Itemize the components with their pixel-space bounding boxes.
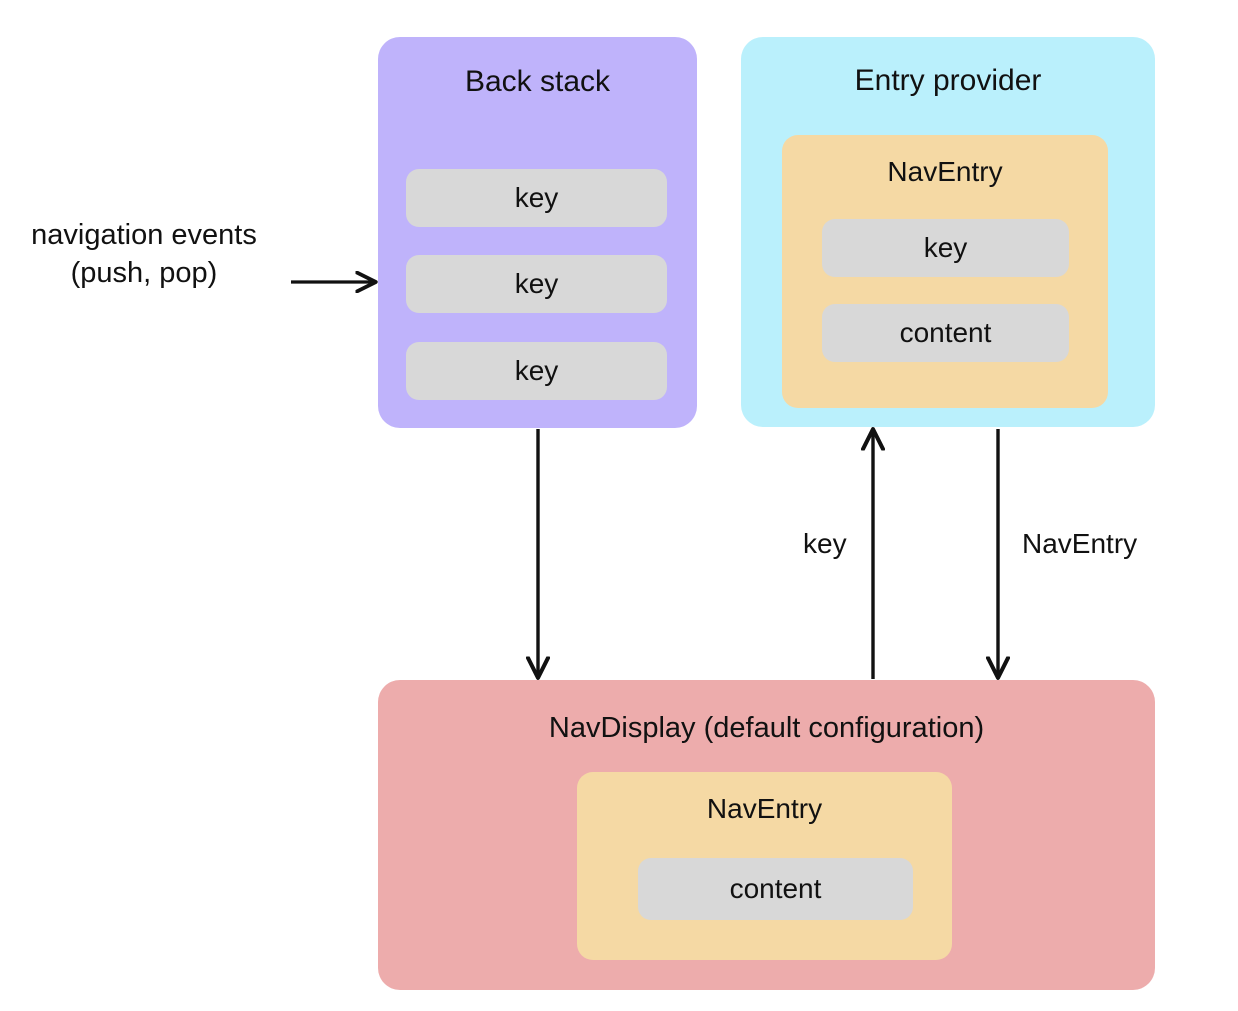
entry-provider-title: Entry provider bbox=[854, 64, 1042, 97]
nav-display-container[interactable]: NavDisplay (default configuration) NavEn… bbox=[378, 680, 1155, 990]
navigation-events-caption: navigation events (push, pop) bbox=[8, 216, 280, 293]
entry-provider-container[interactable]: Entry provider NavEntry key content bbox=[741, 37, 1155, 427]
back-stack-key-item-1[interactable]: key bbox=[406, 169, 667, 227]
back-stack-key-item-2-label: key bbox=[514, 268, 559, 299]
back-stack-key-item-2[interactable]: key bbox=[406, 255, 667, 313]
entry-provider-nav-entry-key-label: key bbox=[923, 232, 968, 263]
entry-provider-nav-entry[interactable]: NavEntry key content bbox=[782, 135, 1108, 408]
entry-provider-nav-entry-content[interactable]: content bbox=[822, 304, 1069, 362]
back-stack-title: Back stack bbox=[464, 65, 611, 98]
arrow-label-naventry: NavEntry bbox=[1022, 528, 1138, 559]
navigation-events-line1: navigation events bbox=[31, 219, 257, 251]
nav-display-nav-entry-title: NavEntry bbox=[706, 793, 823, 824]
nav-display-title: NavDisplay (default configuration) bbox=[548, 712, 985, 744]
back-stack-key-item-3-label: key bbox=[514, 355, 559, 386]
back-stack-key-item-3[interactable]: key bbox=[406, 342, 667, 400]
back-stack-container[interactable]: Back stack key key key bbox=[378, 37, 697, 428]
nav-display-nav-entry[interactable]: NavEntry content bbox=[577, 772, 952, 960]
arrow-label-key: key bbox=[803, 528, 847, 559]
entry-provider-nav-entry-content-label: content bbox=[899, 317, 992, 348]
nav-display-nav-entry-content-label: content bbox=[729, 873, 822, 904]
entry-provider-nav-entry-title: NavEntry bbox=[887, 156, 1003, 187]
navigation-events-line2: (push, pop) bbox=[70, 257, 218, 290]
entry-provider-nav-entry-key[interactable]: key bbox=[822, 219, 1069, 277]
nav-display-nav-entry-content[interactable]: content bbox=[638, 858, 913, 920]
back-stack-key-item-1-label: key bbox=[514, 182, 559, 213]
